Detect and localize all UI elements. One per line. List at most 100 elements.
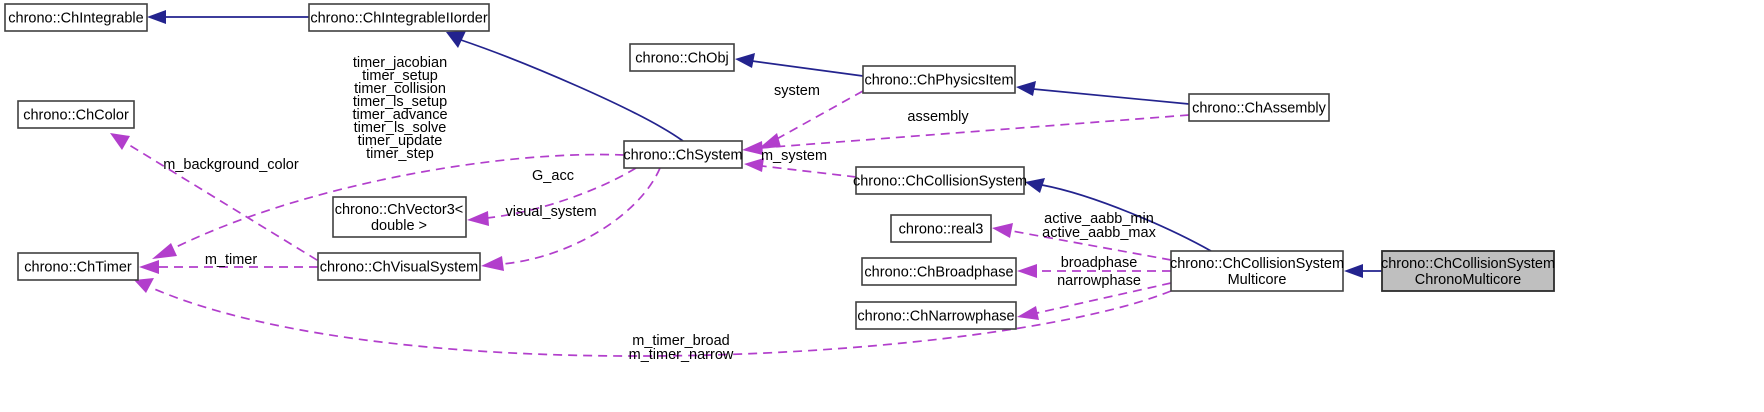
node-label: chrono::ChTimer — [24, 259, 132, 275]
arrowhead-use — [467, 211, 489, 226]
edge-labels: timer_jacobian timer_setup timer_collisi… — [163, 55, 1156, 363]
edge-label-line: timer_ls_solve — [354, 120, 447, 136]
node-box[interactable] — [332, 196, 467, 238]
edge-label-g-acc: G_acc — [532, 168, 574, 184]
edge-chsystem-to-chvisualsystem — [481, 167, 661, 271]
node-label: chrono::ChBroadphase — [864, 264, 1013, 280]
edge-label-line: active_aabb_min — [1044, 211, 1154, 227]
node-chcolsyschronomulticore[interactable]: chrono::ChCollisionSystem ChronoMulticor… — [1381, 250, 1555, 292]
arrowhead-use — [481, 256, 504, 271]
node-box[interactable] — [855, 301, 1017, 330]
edge-label-assembly: assembly — [907, 109, 969, 125]
edge-label-line: timer_update — [358, 133, 443, 149]
arrowhead-use — [992, 223, 1013, 238]
node-box[interactable] — [623, 140, 743, 169]
node-chobj[interactable]: chrono::ChObj — [629, 43, 735, 72]
node-label: chrono::ChVisualSystem — [320, 259, 479, 275]
node-chassembly[interactable]: chrono::ChAssembly — [1188, 93, 1330, 122]
arrowhead-use — [1017, 306, 1039, 320]
edge-label-line: timer_advance — [352, 107, 447, 123]
node-box[interactable] — [862, 65, 1016, 94]
edge-chcolsysmulticore-to-real3 — [992, 223, 1172, 261]
arrowhead-use — [742, 141, 763, 155]
edge-line — [1036, 282, 1172, 314]
node-chvector3[interactable]: chrono::ChVector3< double > — [332, 196, 467, 238]
edge-label-line: timer_step — [366, 146, 434, 162]
edge-line — [460, 39, 684, 142]
edge-chintegrableiiorder-to-chintegrable — [147, 10, 309, 24]
edge-label-line: timer_jacobian — [353, 55, 447, 71]
node-box[interactable] — [317, 252, 481, 281]
node-box[interactable] — [1381, 250, 1555, 292]
edge-chcolsysmulticore-to-chnarrowphase — [1017, 282, 1172, 320]
edge-label-system: system — [774, 83, 820, 99]
node-box[interactable] — [1188, 93, 1330, 122]
edge-label-line: m_timer_broad — [632, 333, 730, 349]
arrowhead-inherit — [735, 53, 755, 68]
node-chcolor[interactable]: chrono::ChColor — [17, 100, 135, 129]
node-label-line2: double > — [371, 218, 427, 234]
node-label: chrono::ChIntegrable — [8, 10, 143, 26]
edge-label-line: timer_setup — [362, 68, 438, 84]
edge-label-timers: timer_jacobian timer_setup timer_collisi… — [352, 55, 447, 162]
edge-chcolsysmulticore-to-chcollisionsystem — [1025, 178, 1212, 252]
nodes: chrono::ChIntegrable chrono::ChIntegrabl… — [4, 3, 1555, 330]
node-label: chrono::ChSystem — [623, 147, 742, 163]
node-label: chrono::ChIntegrableIIorder — [310, 10, 487, 26]
node-label: chrono::ChNarrowphase — [857, 308, 1014, 324]
node-chcollisionsystem[interactable]: chrono::ChCollisionSystem — [853, 166, 1027, 195]
node-label: chrono::ChObj — [635, 50, 729, 66]
edge-line — [1041, 184, 1212, 252]
node-box[interactable] — [629, 43, 735, 72]
node-chcolsysmulticore[interactable]: chrono::ChCollisionSystem Multicore — [1170, 250, 1344, 292]
node-chvisualsystem[interactable]: chrono::ChVisualSystem — [317, 252, 481, 281]
node-chphysicsitem[interactable]: chrono::ChPhysicsItem — [862, 65, 1016, 94]
arrowhead-use — [744, 158, 764, 172]
edge-label-m-timer: m_timer — [205, 252, 258, 268]
node-chnarrowphase[interactable]: chrono::ChNarrowphase — [855, 301, 1017, 330]
arrowhead-inherit — [1344, 264, 1363, 278]
arrowhead-use — [134, 278, 154, 293]
node-chtimer[interactable]: chrono::ChTimer — [17, 252, 139, 281]
node-label-line1: chrono::ChCollisionSystem — [1170, 256, 1344, 272]
node-chsystem[interactable]: chrono::ChSystem — [623, 140, 743, 169]
node-label: chrono::ChColor — [23, 107, 129, 123]
edge-chcolsyschronomulti-to-chcolsysmulticore — [1344, 264, 1382, 278]
edge-chsystem-to-chintegrableiiorder — [446, 31, 684, 142]
node-chbroadphase[interactable]: chrono::ChBroadphase — [861, 257, 1017, 286]
edge-chphysicsitem-to-chsystem — [758, 90, 864, 149]
edge-chvisualsystem-to-chtimer — [139, 260, 318, 274]
node-label-line2: Multicore — [1228, 272, 1287, 288]
arrowhead-inherit — [147, 10, 166, 24]
edge-chsystem-to-chvector3 — [467, 167, 637, 226]
edge-chcolsysmulticore-to-chtimer — [134, 278, 1172, 357]
node-box[interactable] — [890, 214, 992, 243]
edge-label-line: active_aabb_max — [1042, 225, 1156, 241]
edge-line — [761, 165, 857, 178]
edge-chassembly-to-chphysicsitem — [1016, 81, 1190, 105]
edge-chvisualsystem-to-chcolor — [110, 133, 331, 269]
node-chintegrable[interactable]: chrono::ChIntegrable — [4, 3, 148, 32]
edge-label-line: broadphase — [1061, 255, 1138, 271]
edge-line — [1032, 88, 1190, 105]
edge-label-line: m_timer_narrow — [629, 347, 734, 363]
edge-line — [759, 114, 1190, 149]
arrowhead-use — [758, 133, 781, 149]
node-box[interactable] — [17, 252, 139, 281]
node-box[interactable] — [308, 3, 490, 32]
edge-label-visual-system: visual_system — [505, 204, 596, 220]
node-box[interactable] — [1170, 250, 1344, 292]
edge-chassembly-to-chsystem — [742, 114, 1190, 155]
node-box[interactable] — [861, 257, 1017, 286]
node-box[interactable] — [855, 166, 1025, 195]
node-label: chrono::ChAssembly — [1192, 100, 1327, 116]
edge-line — [151, 287, 1172, 357]
node-box[interactable] — [4, 3, 148, 32]
edge-chphysicsitem-to-chobj — [735, 53, 864, 77]
node-chintegrableiiorder[interactable]: chrono::ChIntegrableIIorder — [308, 3, 490, 32]
node-real3[interactable]: chrono::real3 — [890, 214, 992, 243]
node-box[interactable] — [17, 100, 135, 129]
edge-label-broad-narrow: broadphase narrowphase — [1057, 255, 1141, 289]
